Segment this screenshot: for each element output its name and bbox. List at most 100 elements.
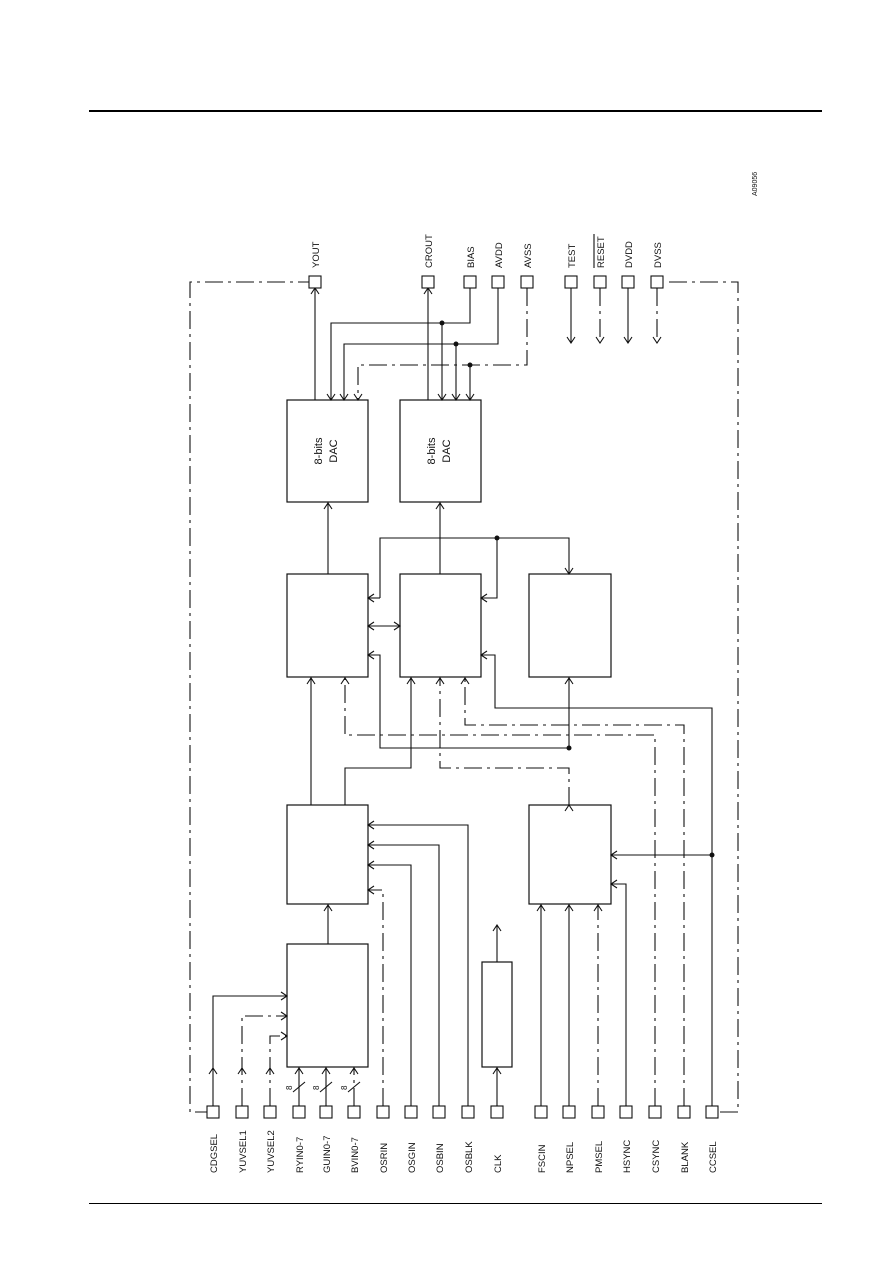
arrow-avdd-y <box>339 393 349 401</box>
pin-label-test: TEST <box>567 244 578 268</box>
arrow-yuvsel1 <box>280 1011 288 1021</box>
path-sync-to-y <box>368 654 569 749</box>
pin-csync <box>648 1105 662 1119</box>
pin-test <box>564 275 578 289</box>
pin-guin0-7 <box>319 1105 333 1119</box>
dac-c-label-line2: DAC <box>441 439 453 462</box>
pin-label-dvss: DVSS <box>653 242 664 268</box>
dac-y-label-line1: 8-bits <box>313 437 325 464</box>
pin-avss <box>520 275 534 289</box>
arrow-subcarrier <box>564 677 574 685</box>
pin-label-npsel: NPSEL <box>565 1142 576 1173</box>
wire-osblk <box>368 824 469 1106</box>
pin-label-osbin: OSBIN <box>435 1143 446 1173</box>
pin-label-csync: CSYNC <box>651 1140 662 1173</box>
pin-label-guin0-7: GUIN0-7 <box>322 1136 333 1173</box>
pin-bvin0-7 <box>347 1105 361 1119</box>
arrow-fscin <box>536 904 546 912</box>
pin-hsync <box>619 1105 633 1119</box>
pin-fscin <box>534 1105 548 1119</box>
arrow-bias-y <box>326 393 336 401</box>
wire-ccsel <box>481 654 713 1106</box>
pin-yuvsel1 <box>235 1105 249 1119</box>
pin-label-yuvsel2: YUVSEL2 <box>266 1130 277 1173</box>
pin-crout <box>421 275 435 289</box>
arrow-yuvsel2-up <box>265 1067 275 1075</box>
arrow-reset <box>595 336 605 344</box>
pin-label-ryin0-7: RYIN0-7 <box>295 1137 306 1173</box>
pin-label-hsync: HSYNC <box>622 1140 633 1173</box>
path-top-bus <box>379 537 570 598</box>
bus-slash-guin <box>319 1081 333 1093</box>
arrow-yuvsel2 <box>280 1031 288 1041</box>
arrow-clk <box>492 1067 502 1075</box>
arrow-bus-c <box>480 593 488 603</box>
pin-label-avdd: AVDD <box>494 242 505 268</box>
signal-arrows <box>208 287 662 1075</box>
arrow-y-sync <box>367 650 375 660</box>
wire-avss <box>357 288 528 400</box>
wire-yuvsel1 <box>241 1015 287 1106</box>
arrow-bias-c <box>437 393 447 401</box>
arrow-dvdd <box>623 336 633 344</box>
pin-label-clk: CLK <box>493 1154 504 1173</box>
wire-osbin <box>368 844 440 1106</box>
pin-dvss <box>650 275 664 289</box>
arrow-osbin <box>367 840 375 850</box>
pin-label-ccsel: CCSEL <box>708 1141 719 1173</box>
arrow-avss-y <box>353 393 363 401</box>
pin-reset <box>593 275 607 289</box>
pin-label-yuvsel1: YUVSEL1 <box>238 1130 249 1173</box>
pin-label-crout: CROUT <box>424 234 435 268</box>
pin-avdd <box>491 275 505 289</box>
arrow-pmsel <box>593 904 603 912</box>
wire-yuvsel2 <box>269 1035 287 1106</box>
pin-label-dvdd: DVDD <box>624 241 635 268</box>
wire-osgin <box>368 864 412 1106</box>
bus-slash-bvin <box>347 1081 361 1093</box>
pin-dvdd <box>621 275 635 289</box>
bus-slash-ryin <box>292 1081 306 1093</box>
path-sync-up <box>439 677 570 805</box>
arrow-ryin <box>294 1067 304 1075</box>
arrow-csync <box>340 677 350 685</box>
arrow-osrin <box>367 885 375 895</box>
path-top-bus-c <box>481 538 498 599</box>
pin-label-avss: AVSS <box>523 243 534 268</box>
wire-hsync <box>611 883 627 1106</box>
wire-cdgsel <box>212 995 287 1106</box>
pin-ryin0-7 <box>292 1105 306 1119</box>
arrow-bus-y <box>367 593 375 603</box>
dac-c-block <box>399 399 482 503</box>
arrow-test <box>566 336 576 344</box>
pin-label-reset: RESET <box>596 236 607 268</box>
arrow-osgin <box>367 860 375 870</box>
pin-blank <box>677 1105 691 1119</box>
pin-osgin <box>404 1105 418 1119</box>
dac-c-label-line1: 8-bits <box>426 437 438 464</box>
pin-ccsel <box>705 1105 719 1119</box>
arrow-guin <box>321 1067 331 1075</box>
arrow-sync-up <box>564 804 574 812</box>
pin-label-osgin: OSGIN <box>407 1142 418 1173</box>
arrow-y-c <box>393 621 401 631</box>
junction-ccsel <box>709 852 715 858</box>
outer-loop-left <box>189 281 309 1113</box>
pin-bias <box>463 275 477 289</box>
pin-label-pmsel: PMSEL <box>594 1141 605 1173</box>
pin-label-osblk: OSBLK <box>464 1141 475 1173</box>
pin-clk <box>490 1105 504 1119</box>
arrow-dvss <box>652 336 662 344</box>
arrow-clk-out <box>492 924 502 932</box>
input-select-block <box>286 943 369 1068</box>
pin-pmsel <box>591 1105 605 1119</box>
pin-osblk <box>461 1105 475 1119</box>
arrow-matrix-c <box>406 677 416 685</box>
arrow-ccsel-c <box>480 650 488 660</box>
bus-width-guin: 8 <box>312 1085 321 1090</box>
dac-y-label-line2: DAC <box>328 439 340 462</box>
arrow-ccsel <box>610 850 618 860</box>
arrow-matrix-y <box>306 677 316 685</box>
outer-loop-right <box>665 281 739 1113</box>
